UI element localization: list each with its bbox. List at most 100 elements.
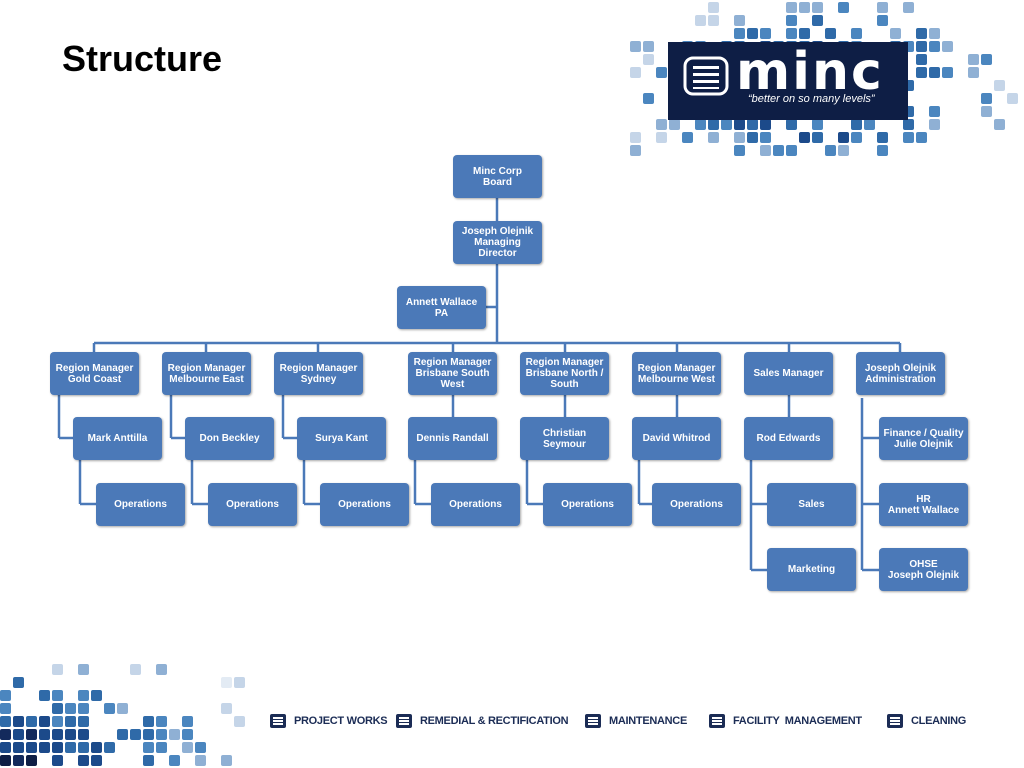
mosaic-tile: [747, 119, 758, 130]
mosaic-tile: [656, 119, 667, 130]
mosaic-tile: [39, 729, 50, 740]
mosaic-tile: [929, 106, 940, 117]
mosaic-tile: [221, 677, 232, 688]
org-node-department: Operations: [543, 483, 632, 526]
mosaic-tile: [903, 80, 914, 91]
minc-mark-icon: [709, 714, 725, 728]
mosaic-tile: [734, 119, 745, 130]
mosaic-tile: [156, 664, 167, 675]
mosaic-tile: [838, 132, 849, 143]
footer-service-label: PROJECT WORKS: [294, 715, 388, 727]
org-node-pa: Annett Wallace PA: [397, 286, 486, 329]
mosaic-tile: [799, 132, 810, 143]
mosaic-tile: [169, 755, 180, 766]
org-node-member: Mark Anttilla: [73, 417, 162, 460]
mosaic-tile: [981, 106, 992, 117]
mosaic-tile: [760, 145, 771, 156]
mosaic-tile: [669, 119, 680, 130]
minc-mark-icon: [270, 714, 286, 728]
mosaic-tile: [143, 729, 154, 740]
mosaic-tile: [760, 28, 771, 39]
mosaic-tile: [916, 132, 927, 143]
footer-service-maintenance: MAINTENANCE: [585, 713, 687, 729]
org-node-department: Operations: [320, 483, 409, 526]
mosaic-tile: [903, 2, 914, 13]
mosaic-tile: [52, 664, 63, 675]
mosaic-tile: [903, 119, 914, 130]
mosaic-tile: [812, 2, 823, 13]
mosaic-tile: [721, 119, 732, 130]
mosaic-tile: [656, 132, 667, 143]
mosaic-tile: [786, 2, 797, 13]
mosaic-tile: [838, 145, 849, 156]
mosaic-tile: [52, 729, 63, 740]
mosaic-tile: [0, 742, 11, 753]
mosaic-tile: [65, 729, 76, 740]
mosaic-tile: [877, 145, 888, 156]
mosaic-tile: [156, 716, 167, 727]
mosaic-tile: [104, 742, 115, 753]
mosaic-tile: [799, 28, 810, 39]
org-node-branch-head: Region Manager Gold Coast: [50, 352, 139, 395]
mosaic-tile: [708, 132, 719, 143]
org-node-branch-head: Region Manager Melbourne West: [632, 352, 721, 395]
mosaic-tile: [734, 28, 745, 39]
mosaic-tile: [643, 93, 654, 104]
mosaic-tile: [78, 664, 89, 675]
mosaic-tile: [877, 15, 888, 26]
mosaic-tile: [630, 67, 641, 78]
mosaic-tile: [78, 729, 89, 740]
footer-service-cleaning: CLEANING: [887, 713, 966, 729]
org-node-department: Operations: [431, 483, 520, 526]
mosaic-tile: [929, 67, 940, 78]
mosaic-tile: [695, 15, 706, 26]
minc-mark-icon: [887, 714, 903, 728]
org-node-branch-head: Region Manager Brisbane South West: [408, 352, 497, 395]
mosaic-tile: [169, 729, 180, 740]
org-node-department: Sales: [767, 483, 856, 526]
mosaic-tile: [78, 703, 89, 714]
mosaic-tile: [747, 28, 758, 39]
mosaic-tile: [117, 703, 128, 714]
mosaic-tile: [78, 716, 89, 727]
logo-wordmark: minc: [736, 42, 884, 102]
mosaic-tile: [13, 729, 24, 740]
mosaic-tile: [929, 28, 940, 39]
mosaic-tile: [234, 716, 245, 727]
mosaic-tile: [182, 716, 193, 727]
org-node-member: David Whitrod: [632, 417, 721, 460]
mosaic-tile: [812, 15, 823, 26]
mosaic-tile: [78, 690, 89, 701]
mosaic-tile: [13, 716, 24, 727]
mosaic-tile: [877, 2, 888, 13]
mosaic-tile: [838, 2, 849, 13]
mosaic-tile: [65, 742, 76, 753]
mosaic-tile: [221, 703, 232, 714]
mosaic-tile: [773, 145, 784, 156]
org-node-member: Rod Edwards: [744, 417, 833, 460]
mosaic-tile: [221, 755, 232, 766]
mosaic-tile: [630, 41, 641, 52]
mosaic-tile: [734, 15, 745, 26]
mosaic-tile: [968, 67, 979, 78]
mosaic-tile: [903, 41, 914, 52]
mosaic-tile: [851, 132, 862, 143]
mosaic-tile: [747, 132, 758, 143]
mosaic-tile: [942, 41, 953, 52]
mosaic-tile: [981, 93, 992, 104]
mosaic-tile: [825, 28, 836, 39]
mosaic-tile: [916, 67, 927, 78]
mosaic-tile: [799, 2, 810, 13]
org-node-member: Don Beckley: [185, 417, 274, 460]
org-node-member: Surya Kant: [297, 417, 386, 460]
mosaic-tile: [812, 119, 823, 130]
mosaic-tile: [929, 119, 940, 130]
mosaic-tile: [143, 716, 154, 727]
mosaic-tile: [786, 15, 797, 26]
mosaic-tile: [643, 54, 654, 65]
mosaic-tile: [890, 28, 901, 39]
mosaic-tile: [26, 716, 37, 727]
mosaic-tile: [994, 80, 1005, 91]
org-node-branch-head: Sales Manager: [744, 352, 833, 395]
